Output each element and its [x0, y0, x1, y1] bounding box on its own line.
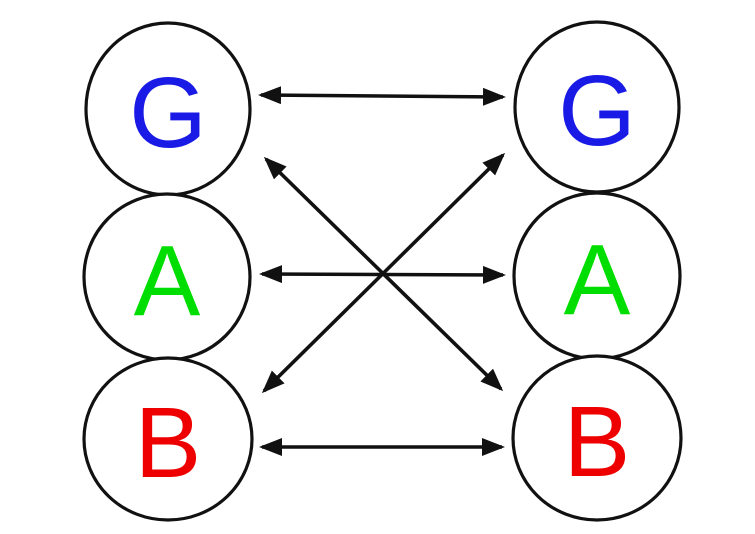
edge-g-to-g-arrow — [258, 86, 506, 106]
node-right-b: B — [511, 354, 683, 522]
node-left-b: B — [82, 356, 254, 522]
node-right-a-label: A — [564, 224, 631, 336]
node-right-b-label: B — [564, 386, 631, 498]
node-left-g: G — [84, 21, 252, 197]
node-left-a-label: A — [134, 225, 201, 337]
edge-b-to-g-cross-arrow — [261, 152, 506, 394]
node-right-b-circle — [511, 354, 683, 522]
node-left-b-circle — [82, 356, 254, 522]
node-left-b-label: B — [135, 387, 202, 499]
node-right-g: G — [513, 20, 681, 194]
node-left-a: A — [82, 192, 252, 362]
node-left-g-label: G — [129, 57, 207, 169]
node-right-a: A — [512, 191, 682, 361]
node-right-g-label: G — [558, 55, 636, 167]
